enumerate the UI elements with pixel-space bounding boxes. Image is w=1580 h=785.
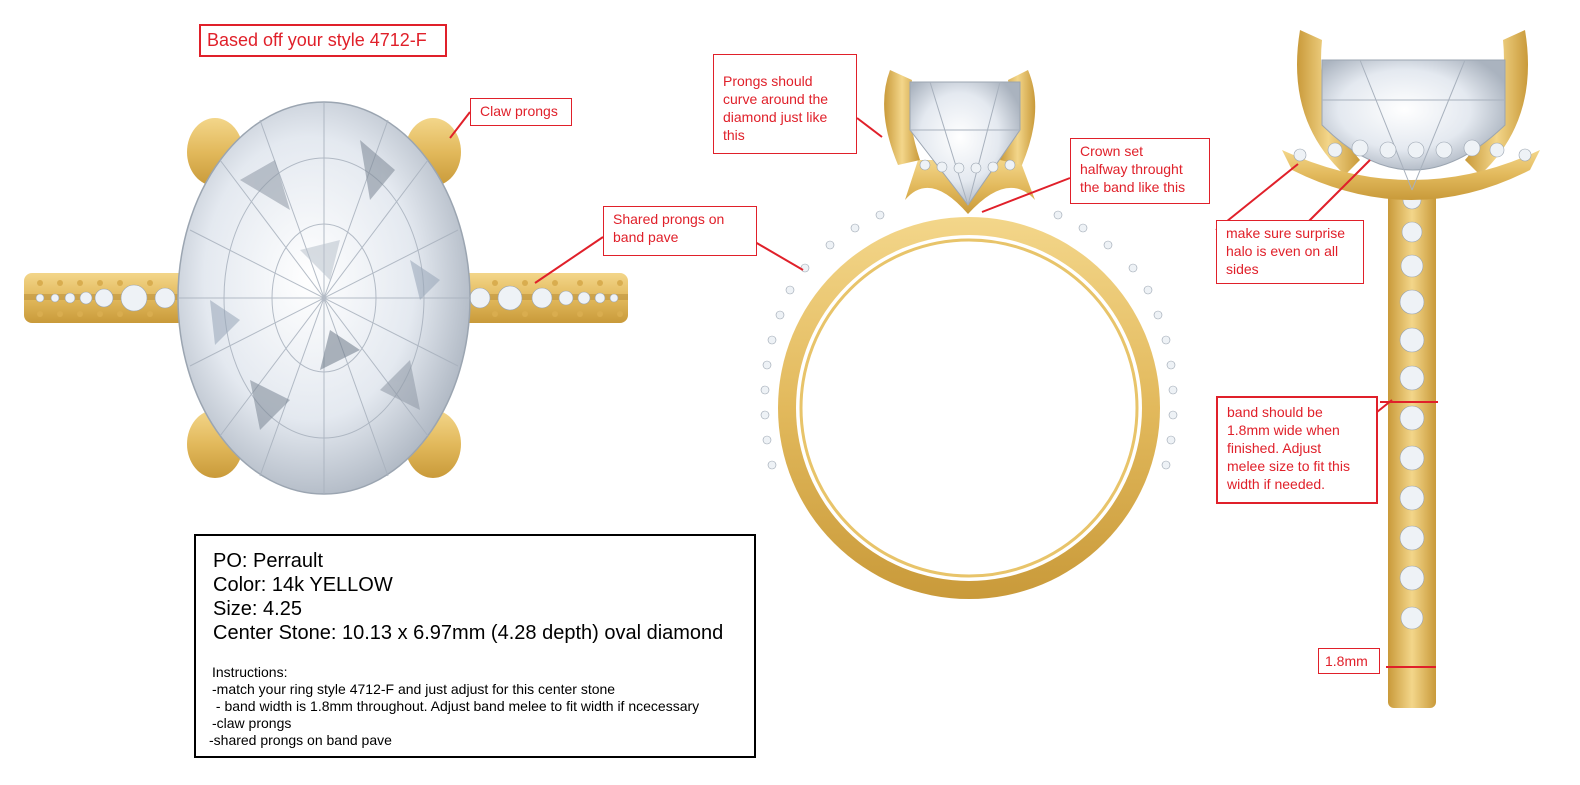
style-reference-title: Based off your style 4712-F	[199, 24, 447, 57]
note-line: halo is even on all	[1226, 243, 1339, 259]
note-line: sides	[1226, 261, 1259, 277]
annotation-leader-lines	[449, 111, 1438, 668]
measure-value: 1.8mm	[1325, 653, 1368, 669]
note-line: Shared prongs on	[613, 211, 725, 227]
note-shared-prongs: Shared prongs on band pave	[603, 206, 757, 256]
note-line: Claw prongs	[480, 103, 558, 119]
note-line: the band like this	[1080, 179, 1186, 195]
order-details-box: PO: Perrault Color: 14k YELLOW Size: 4.2…	[194, 534, 756, 758]
note-line: halfway throught	[1080, 161, 1183, 177]
size-line: Size: 4.25	[213, 598, 302, 620]
instructions-heading: Instructions:	[212, 664, 288, 680]
po-line: PO: Perrault	[213, 550, 324, 572]
center-stone-line: Center Stone: 10.13 x 6.97mm (4.28 depth…	[213, 622, 724, 644]
note-line: this	[723, 127, 745, 143]
note-surprise-halo: make sure surprise halo is even on all s…	[1216, 220, 1364, 284]
note-line: band pave	[613, 229, 679, 245]
note-line: 1.8mm wide when	[1227, 422, 1340, 438]
instruction-item: -shared prongs on band pave	[209, 732, 392, 748]
note-line: melee size to fit this	[1227, 458, 1350, 474]
end-view-ring	[1282, 30, 1540, 708]
note-line: diamond just like	[723, 109, 828, 125]
side-view-ring	[760, 70, 1178, 599]
note-prongs-curve: Prongs should curve around the diamond j…	[713, 54, 857, 154]
measure-label: 1.8mm	[1318, 648, 1380, 674]
note-line: width if needed.	[1227, 476, 1326, 492]
top-view-ring	[24, 101, 628, 495]
note-line: Prongs should	[723, 73, 813, 89]
instruction-item: -claw prongs	[212, 715, 292, 731]
instruction-item: - band width is 1.8mm throughout. Adjust…	[212, 698, 700, 714]
note-line: Crown set	[1080, 143, 1144, 159]
note-crown-set: Crown set halfway throught the band like…	[1070, 138, 1210, 204]
note-line: finished. Adjust	[1227, 440, 1322, 456]
note-line: curve around the	[723, 91, 829, 107]
instruction-item: -match your ring style 4712-F and just a…	[212, 681, 616, 697]
note-band-width: band should be 1.8mm wide when finished.…	[1216, 396, 1378, 504]
note-line: make sure surprise	[1226, 225, 1346, 241]
note-claw-prongs: Claw prongs	[470, 98, 572, 126]
color-line: Color: 14k YELLOW	[213, 574, 393, 596]
note-line: band should be	[1227, 404, 1323, 420]
